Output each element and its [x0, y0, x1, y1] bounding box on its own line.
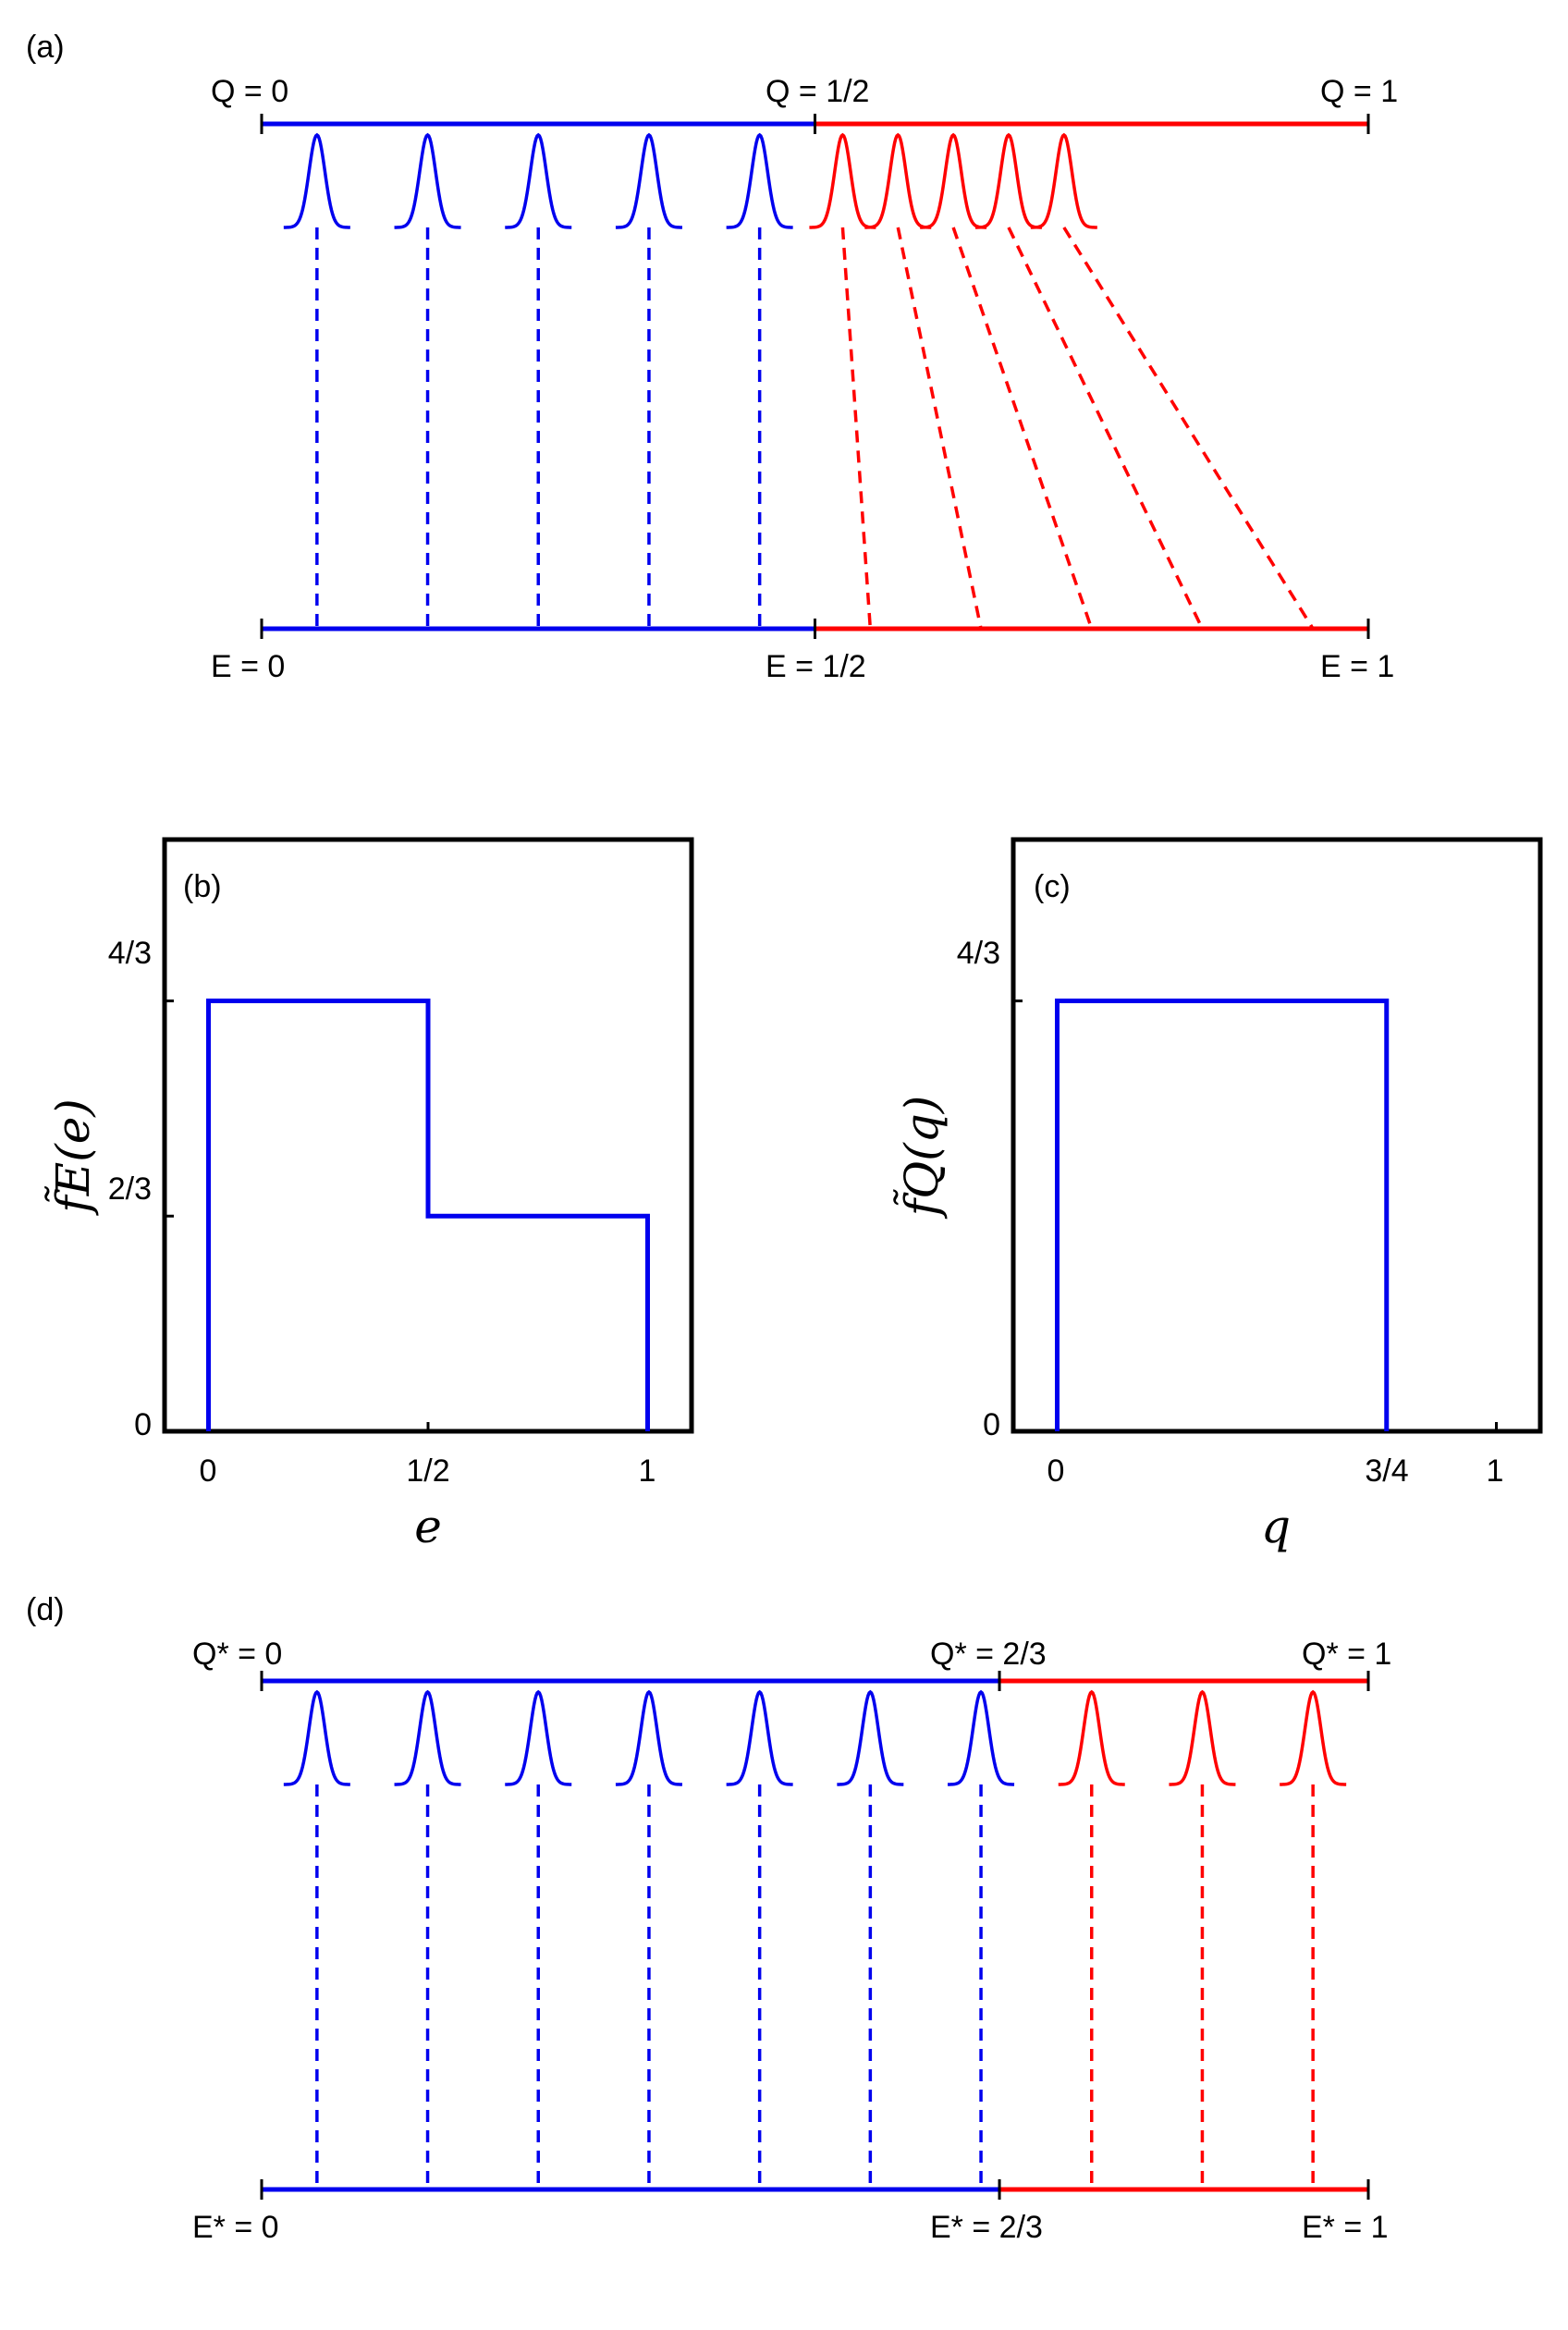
c-xlabel: q — [1261, 1500, 1291, 1553]
peak-curve — [1030, 132, 1097, 229]
es-label-mid: E* = 2/3 — [930, 2210, 1043, 2245]
panel-a: (a) Q = 0 Q = 1/2 Q = 1 E = 0 E = 1/2 E … — [26, 30, 1398, 684]
peak-curve — [505, 1689, 572, 1786]
peak-curve — [283, 1689, 350, 1786]
panel-c: (c) 4/3 0 0 3/4 1 q f̃Q(q) — [892, 837, 1543, 1553]
c-xtick-0: 0 — [1047, 1453, 1065, 1489]
c-ytick-0: 0 — [983, 1407, 1000, 1442]
e-label-left: E = 0 — [211, 649, 285, 684]
b-xtick-1-2: 1/2 — [406, 1453, 449, 1489]
peak-curve — [809, 132, 876, 229]
qs-label-mid: Q* = 2/3 — [930, 1637, 1047, 1672]
e-label-mid: E = 1/2 — [766, 649, 866, 684]
c-xtick-1: 1 — [1487, 1453, 1504, 1489]
panel-a-mapping-graphics — [260, 114, 1370, 639]
density-step-line — [1055, 999, 1390, 1431]
panel-a-tag: (a) — [26, 30, 65, 65]
peak-curve — [505, 132, 572, 229]
panel-b-plot — [165, 999, 650, 1431]
peak-curve — [864, 132, 932, 229]
peak-curve — [615, 132, 682, 229]
c-ylabel: f̃Q(q) — [892, 1096, 949, 1220]
peak-curve — [726, 1689, 793, 1786]
c-ytick-4-3: 4/3 — [957, 936, 1000, 971]
b-ytick-4-3: 4/3 — [108, 936, 152, 971]
panel-d: (d) Q* = 0 Q* = 2/3 Q* = 1 E* = 0 E* = 2… — [26, 1592, 1391, 2245]
peak-curve — [394, 1689, 461, 1786]
mapping-line-high — [951, 227, 1094, 630]
q-label-right: Q = 1 — [1320, 74, 1398, 109]
peak-curve — [948, 1689, 1015, 1786]
panel-c-frame — [1011, 837, 1543, 1434]
q-label-left: Q = 0 — [211, 74, 288, 109]
peak-curve — [726, 132, 793, 229]
peak-curve — [837, 1689, 904, 1786]
peak-curve — [920, 132, 987, 229]
panel-d-tag: (d) — [26, 1592, 65, 1627]
panel-d-mapping-graphics — [260, 1671, 1370, 2200]
mapping-line-high — [1062, 227, 1315, 630]
density-step-line — [206, 999, 650, 1431]
e-label-right: E = 1 — [1320, 649, 1394, 684]
c-xtick-3-4: 3/4 — [1365, 1453, 1408, 1489]
peak-curve — [974, 132, 1042, 229]
peak-curve — [1169, 1689, 1236, 1786]
peak-curve — [1058, 1689, 1125, 1786]
qs-label-left: Q* = 0 — [192, 1637, 282, 1672]
q-label-mid: Q = 1/2 — [766, 74, 869, 109]
peak-curve — [394, 132, 461, 229]
peak-curve — [615, 1689, 682, 1786]
mapping-line-high — [1007, 227, 1205, 630]
mapping-line-high — [840, 227, 873, 630]
panel-c-tag: (c) — [1034, 869, 1071, 904]
qs-label-right: Q* = 1 — [1302, 1637, 1391, 1672]
b-ylabel: f̃E(e) — [43, 1098, 100, 1217]
es-label-right: E* = 1 — [1302, 2210, 1389, 2245]
b-xtick-0: 0 — [200, 1453, 217, 1489]
panel-b: (b) 4/3 2/3 0 0 1/2 1 e f̃E(e) — [43, 837, 694, 1553]
peak-curve — [1280, 1689, 1347, 1786]
b-ytick-2-3: 2/3 — [108, 1171, 152, 1207]
panel-b-tag: (b) — [183, 869, 222, 904]
panel-c-plot — [1013, 999, 1498, 1431]
b-xlabel: e — [414, 1500, 442, 1553]
b-xtick-1: 1 — [639, 1453, 656, 1489]
es-label-left: E* = 0 — [192, 2210, 279, 2245]
mapping-line-high — [896, 227, 983, 630]
peak-curve — [283, 132, 350, 229]
b-ytick-0: 0 — [134, 1407, 152, 1442]
